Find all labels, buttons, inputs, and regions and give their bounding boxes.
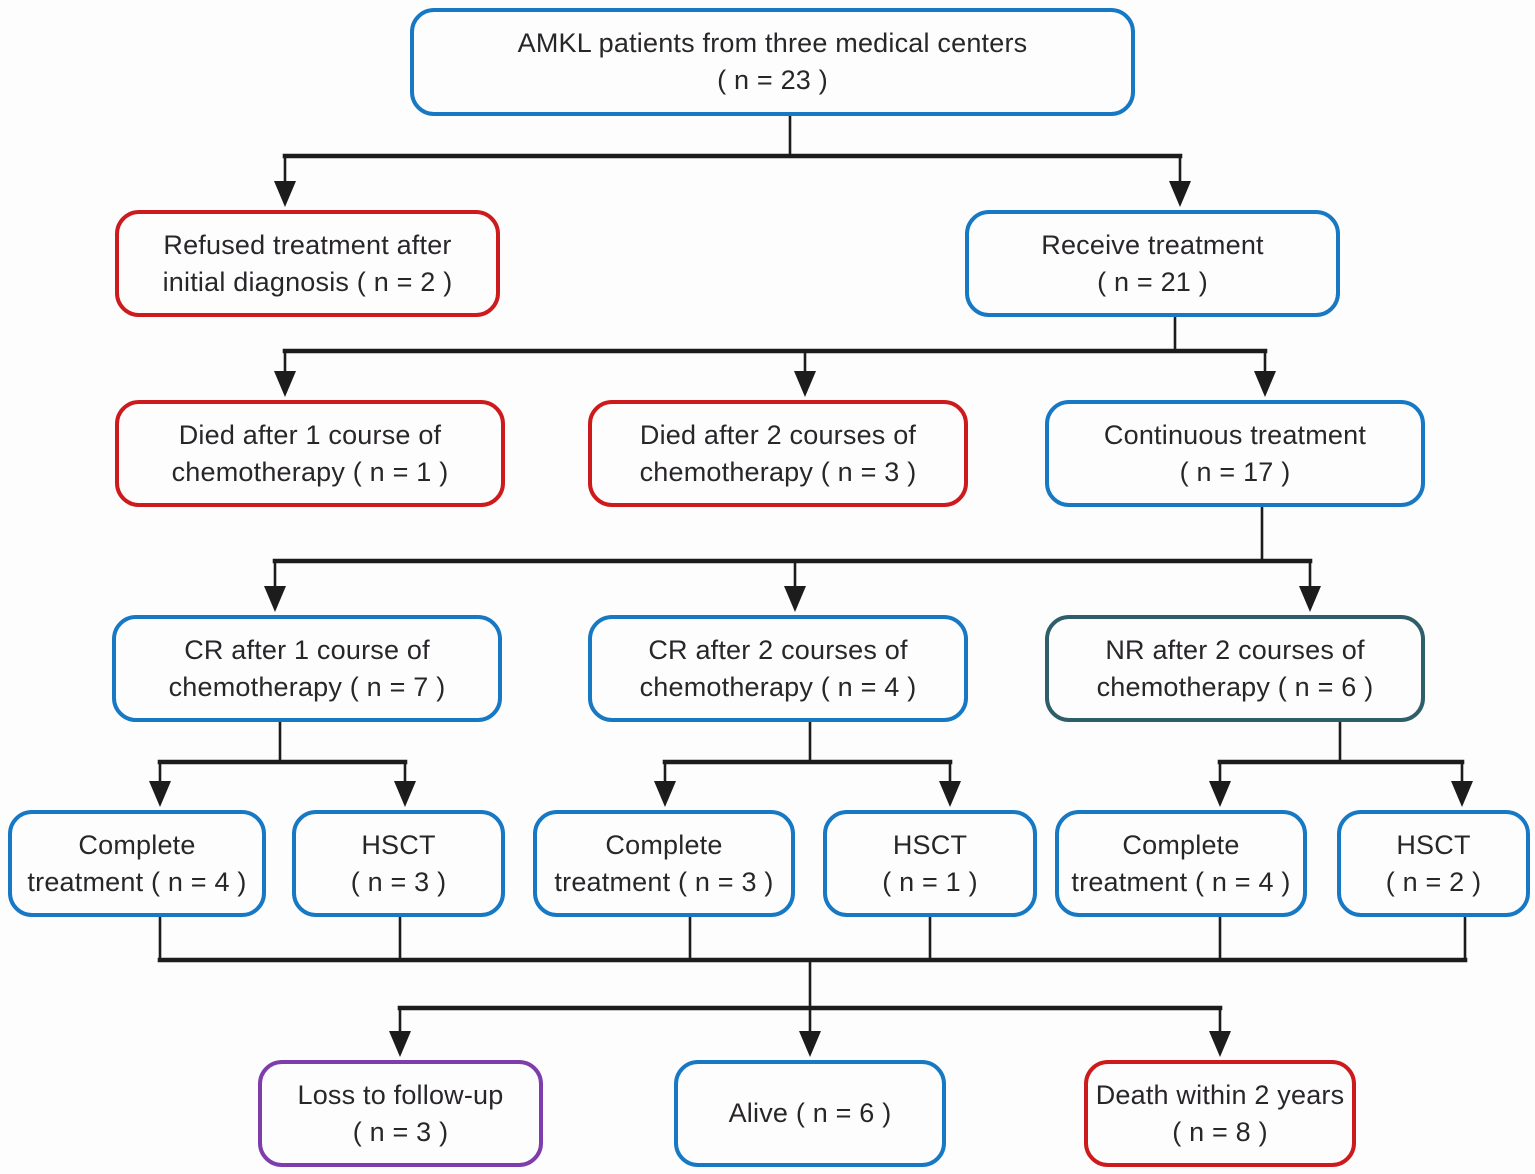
node-label: HSCT — [361, 829, 436, 860]
arrow-down-icon — [1254, 371, 1276, 397]
node-alive: Alive ( n = 6 ) — [674, 1060, 946, 1167]
node-label: CR after 2 courses of — [648, 634, 908, 665]
node-label: Continuous treatment — [1103, 419, 1367, 450]
node-cr-after-1-course: CR after 1 course of chemotherapy ( n = … — [112, 615, 502, 722]
arrow-down-icon — [394, 781, 416, 807]
node-count: ( n = 1 ) — [882, 866, 978, 897]
node-cr-after-2-courses: CR after 2 courses of chemotherapy ( n =… — [588, 615, 968, 722]
node-count: ( n = 2 ) — [1385, 866, 1482, 897]
arrow-down-icon — [1209, 1031, 1231, 1057]
connector-continuous-split — [264, 507, 1321, 612]
node-count: chemotherapy ( n = 7 ) — [168, 671, 446, 702]
node-label: Loss to follow-up — [297, 1079, 504, 1110]
arrow-down-icon — [149, 781, 171, 807]
arrow-down-icon — [654, 781, 676, 807]
connector-cr2-split — [654, 722, 961, 807]
node-label: Complete — [605, 829, 723, 860]
connector-root-split — [274, 116, 1191, 207]
node-count: ( n = 23 ) — [717, 65, 828, 95]
arrow-down-icon — [389, 1031, 411, 1057]
node-label: HSCT — [1396, 829, 1471, 860]
node-complete-treatment-2: Complete treatment ( n = 3 ) — [533, 810, 795, 917]
arrow-down-icon — [274, 181, 296, 207]
node-hsct-3: HSCT ( n = 2 ) — [1337, 810, 1530, 917]
node-continuous-treatment: Continuous treatment ( n = 17 ) — [1045, 400, 1425, 507]
node-receive-treatment: Receive treatment ( n = 21 ) — [965, 210, 1340, 317]
node-label: AMKL patients from three medical centers — [517, 28, 1028, 58]
arrow-down-icon — [799, 1031, 821, 1057]
node-label: Died after 1 course of — [178, 419, 442, 450]
node-hsct-2: HSCT ( n = 1 ) — [823, 810, 1037, 917]
node-count: ( n = 3 ) — [352, 1116, 449, 1147]
node-label: Complete — [78, 829, 196, 860]
connector-nr-split — [1209, 722, 1473, 807]
node-count: ( n = 21 ) — [1097, 266, 1208, 297]
arrow-down-icon — [264, 586, 286, 612]
node-amkl-patients: AMKL patients from three medical centers… — [410, 8, 1135, 116]
arrow-down-icon — [1209, 781, 1231, 807]
node-count: chemotherapy ( n = 4 ) — [639, 671, 917, 702]
node-loss-to-follow-up: Loss to follow-up ( n = 3 ) — [258, 1060, 543, 1167]
node-death-within-2-years: Death within 2 years ( n = 8 ) — [1084, 1060, 1356, 1167]
node-refused-treatment: Refused treatment after initial diagnosi… — [115, 210, 500, 317]
connector-cr1-split — [149, 722, 416, 807]
arrow-down-icon — [784, 586, 806, 612]
node-count: chemotherapy ( n = 3 ) — [639, 456, 917, 487]
node-died-after-1-course: Died after 1 course of chemotherapy ( n … — [115, 400, 505, 507]
node-complete-treatment-3: Complete treatment ( n = 4 ) — [1055, 810, 1307, 917]
node-label: Died after 2 courses of — [639, 419, 917, 450]
node-count: ( n = 17 ) — [1179, 456, 1291, 487]
node-count: treatment ( n = 4 ) — [27, 866, 247, 897]
arrow-down-icon — [1451, 781, 1473, 807]
node-died-after-2-courses: Died after 2 courses of chemotherapy ( n… — [588, 400, 968, 507]
node-complete-treatment-1: Complete treatment ( n = 4 ) — [8, 810, 266, 917]
node-count: chemotherapy ( n = 1 ) — [171, 456, 449, 487]
node-label: Death within 2 years — [1095, 1079, 1345, 1110]
node-count: chemotherapy ( n = 6 ) — [1096, 671, 1374, 702]
node-hsct-1: HSCT ( n = 3 ) — [292, 810, 505, 917]
node-count: ( n = 3 ) — [350, 866, 447, 897]
arrow-down-icon — [794, 371, 816, 397]
arrow-down-icon — [1169, 181, 1191, 207]
node-label: Receive treatment — [1041, 229, 1264, 260]
connector-receive-split — [274, 317, 1276, 397]
node-count: ( n = 8 ) — [1172, 1116, 1268, 1147]
node-count: treatment ( n = 4 ) — [1071, 866, 1291, 897]
node-label: HSCT — [892, 829, 968, 860]
node-label: NR after 2 courses of — [1105, 634, 1365, 665]
arrow-down-icon — [274, 371, 296, 397]
arrow-down-icon — [1299, 586, 1321, 612]
node-label: CR after 1 course of — [184, 634, 430, 665]
node-count: initial diagnosis ( n = 2 ) — [162, 266, 453, 297]
connector-outcome-merge — [157, 917, 1468, 1057]
node-label: Refused treatment after — [163, 229, 452, 260]
arrow-down-icon — [939, 781, 961, 807]
node-nr-after-2-courses: NR after 2 courses of chemotherapy ( n =… — [1045, 615, 1425, 722]
node-count: treatment ( n = 3 ) — [554, 866, 774, 897]
node-label: Complete — [1122, 829, 1240, 860]
node-label: Alive ( n = 6 ) — [728, 1098, 892, 1128]
